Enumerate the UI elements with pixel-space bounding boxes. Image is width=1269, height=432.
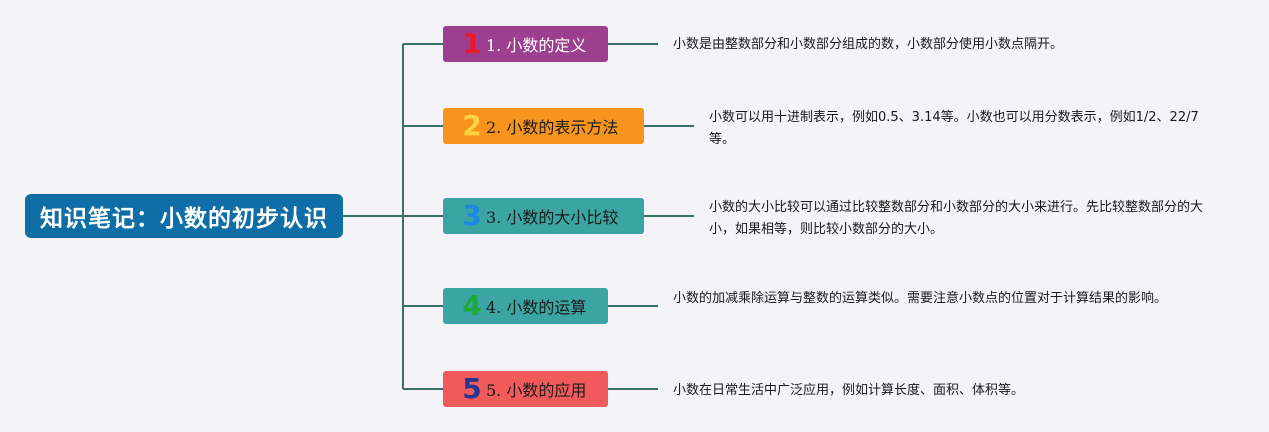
branch-label: 1. 小数的定义 (486, 36, 587, 55)
branch-node-definition[interactable]: 1 1. 小数的定义 (443, 26, 608, 62)
branch-description-operations: 小数的加减乘除运算与整数的运算类似。需要注意小数点的位置对于计算结果的影响。 (673, 291, 1168, 306)
number-5-icon: 5 (462, 372, 482, 405)
number-3-icon: 3 (462, 199, 482, 232)
branch-node-operations[interactable]: 4 4. 小数的运算 (443, 288, 608, 324)
branch-node-comparison[interactable]: 3 3. 小数的大小比较 (443, 198, 644, 234)
number-4-icon: 4 (462, 289, 482, 322)
root-node[interactable]: 知识笔记：小数的初步认识 (25, 194, 343, 238)
branch-label: 3. 小数的大小比较 (486, 208, 619, 227)
branch-node-representation[interactable]: 2 2. 小数的表示方法 (443, 108, 644, 144)
connector-lines (343, 43, 694, 390)
branch-description-representation: 小数可以用十进制表示，例如0.5、3.14等。小数也可以用分数表示，例如1/2、… (709, 110, 1199, 147)
branch-description-applications: 小数在日常生活中广泛应用，例如计算长度、面积、体积等。 (673, 383, 1025, 398)
root-title: 知识笔记：小数的初步认识 (40, 206, 328, 232)
branch-label: 4. 小数的运算 (486, 298, 587, 317)
number-1-icon: 1 (462, 27, 482, 60)
branch-label: 5. 小数的应用 (486, 381, 587, 400)
branch-description-comparison: 小数的大小比较可以通过比较整数部分和小数部分的大小来进行。先比较整数部分的大小，… (709, 200, 1204, 237)
branch-label: 2. 小数的表示方法 (486, 118, 619, 137)
branch-node-applications[interactable]: 5 5. 小数的应用 (443, 371, 608, 407)
number-2-icon: 2 (462, 109, 482, 142)
branch-description-definition: 小数是由整数部分和小数部分组成的数，小数部分使用小数点隔开。 (673, 37, 1064, 52)
